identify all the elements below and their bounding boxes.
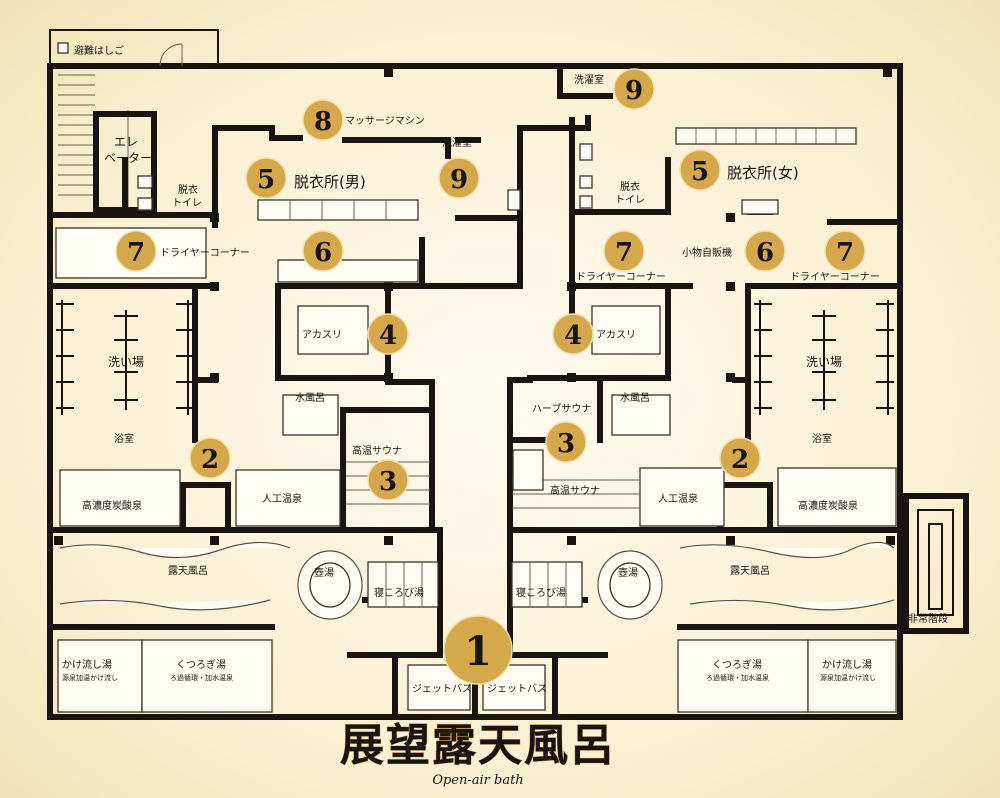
marker-3-m: 3 <box>367 459 409 501</box>
carbonic-f-label: 高濃度炭酸泉 <box>798 499 858 512</box>
kakenagashi-m-label: かけ流し湯 <box>62 658 112 671</box>
herb-sauna-label: ハーブサウナ <box>532 402 591 415</box>
marker-6-m: 6 <box>302 230 344 272</box>
hot-sauna-m-label: 高温サウナ <box>352 444 402 457</box>
markers: 1 2 2 3 3 4 4 5 <box>115 68 866 685</box>
marker-7-f1: 7 <box>603 230 645 272</box>
svg-text:2: 2 <box>201 445 219 475</box>
marker-7-f2: 7 <box>824 230 866 272</box>
svg-text:4: 4 <box>379 321 397 351</box>
marker-2-f: 2 <box>719 437 761 479</box>
svg-text:5: 5 <box>257 165 275 195</box>
jet-f-label: ジェットバス <box>487 683 547 695</box>
vending-label: 小物自販機 <box>682 246 732 259</box>
carbonic-m-label: 高濃度炭酸泉 <box>82 499 142 512</box>
rotenburo-f-label: 露天風呂 <box>730 565 770 577</box>
marker-4-m: 4 <box>367 313 409 355</box>
kakenagashi-f-sub: 源泉加温かけ流し <box>820 673 876 682</box>
kakenagashi-m-sub: 源泉加温かけ流し <box>62 673 118 682</box>
svg-text:9: 9 <box>450 165 468 195</box>
kutsurogi-f-label: くつろぎ湯 <box>712 658 762 671</box>
artificial-f-label: 人工温泉 <box>658 492 698 505</box>
svg-text:3: 3 <box>379 467 397 497</box>
marker-2-m: 2 <box>189 437 231 479</box>
marker-9-f: 9 <box>613 68 655 110</box>
svg-text:7: 7 <box>127 238 145 268</box>
marker-9-m: 9 <box>438 157 480 199</box>
svg-text:4: 4 <box>564 321 582 351</box>
cold-bath-m-label: 水風呂 <box>295 392 325 404</box>
akasuri-m-label: アカスリ <box>302 329 342 341</box>
elevator-label-2: ベーター <box>104 151 152 165</box>
toilet-f-label-2: トイレ <box>615 195 645 206</box>
artificial-m-label: 人工温泉 <box>262 492 302 505</box>
svg-text:2: 2 <box>731 445 749 475</box>
bath-f-label: 浴室 <box>812 432 832 445</box>
page-subtitle: Open-air bath <box>432 773 523 788</box>
svg-text:6: 6 <box>756 238 774 268</box>
wash-f-label: 洗い場 <box>806 355 842 369</box>
laundry-m-label: 洗濯室 <box>442 136 472 149</box>
svg-text:1: 1 <box>464 628 492 675</box>
svg-text:7: 7 <box>836 238 854 268</box>
dressing-m-label: 脱衣所(男) <box>294 173 366 191</box>
dressing-f-label: 脱衣所(女) <box>727 164 799 182</box>
massage-label: マッサージマシン <box>345 115 425 127</box>
fixtures <box>55 127 897 713</box>
laundry-f-label: 洗濯室 <box>574 73 604 86</box>
emergency-stairs-block <box>900 493 969 634</box>
marker-5-f: 5 <box>679 149 721 191</box>
kutsurogi-m-sub: ろ過循環・加水温泉 <box>170 673 233 682</box>
jet-m-label: ジェットバス <box>412 683 472 695</box>
kakenagashi-f-label: かけ流し湯 <box>822 658 872 671</box>
room-labels: 避難はしご エレ ベーター 脱衣 トイレ 脱衣所(男) マッサージマシン 洗濯室… <box>62 44 948 695</box>
dryer-f1-label: ドライヤーコーナー <box>576 271 666 283</box>
svg-text:3: 3 <box>557 429 575 459</box>
kutsurogi-m-label: くつろぎ湯 <box>176 658 226 671</box>
dryer-m-label: ドライヤーコーナー <box>160 247 250 259</box>
dryer-f2-label: ドライヤーコーナー <box>790 271 880 283</box>
toilet-m-label-1: 脱衣 <box>178 183 198 196</box>
elevator-label-1: エレ <box>114 135 138 149</box>
marker-5-m: 5 <box>245 157 287 199</box>
cold-bath-f-label: 水風呂 <box>620 392 650 404</box>
pot-bath-f-label: 壺湯 <box>618 566 638 579</box>
rotenburo-m-label: 露天風呂 <box>168 565 208 577</box>
akasuri-f-label: アカスリ <box>596 329 636 341</box>
lying-bath-f-label: 寝ころび湯 <box>516 586 566 599</box>
wash-m-label: 洗い場 <box>108 355 144 369</box>
svg-text:5: 5 <box>691 157 709 187</box>
svg-text:7: 7 <box>615 238 633 268</box>
svg-text:9: 9 <box>625 76 643 106</box>
marker-8: 8 <box>302 99 344 141</box>
marker-3-f: 3 <box>545 421 587 463</box>
escape-ladder-label: 避難はしご <box>74 44 124 57</box>
marker-6-f: 6 <box>744 230 786 272</box>
svg-text:6: 6 <box>314 238 332 268</box>
lying-bath-m-label: 寝ころび湯 <box>374 586 424 599</box>
columns <box>54 68 895 545</box>
page-title: 展望露天風呂 <box>340 720 616 771</box>
marker-4-f: 4 <box>552 313 594 355</box>
bath-m-label: 浴室 <box>114 432 134 445</box>
emergency-stairs-label: 非常階段 <box>908 612 948 625</box>
kutsurogi-f-sub: ろ過循環・加水温泉 <box>706 673 769 682</box>
pot-bath-m-label: 壺湯 <box>314 566 334 579</box>
marker-1: 1 <box>443 615 513 685</box>
toilet-f-label-1: 脱衣 <box>620 180 640 193</box>
interior-walls <box>47 67 903 720</box>
hot-sauna-f-label: 高温サウナ <box>550 484 600 497</box>
svg-text:8: 8 <box>314 107 332 137</box>
toilet-m-label-2: トイレ <box>172 198 202 209</box>
marker-7-m: 7 <box>115 230 157 272</box>
